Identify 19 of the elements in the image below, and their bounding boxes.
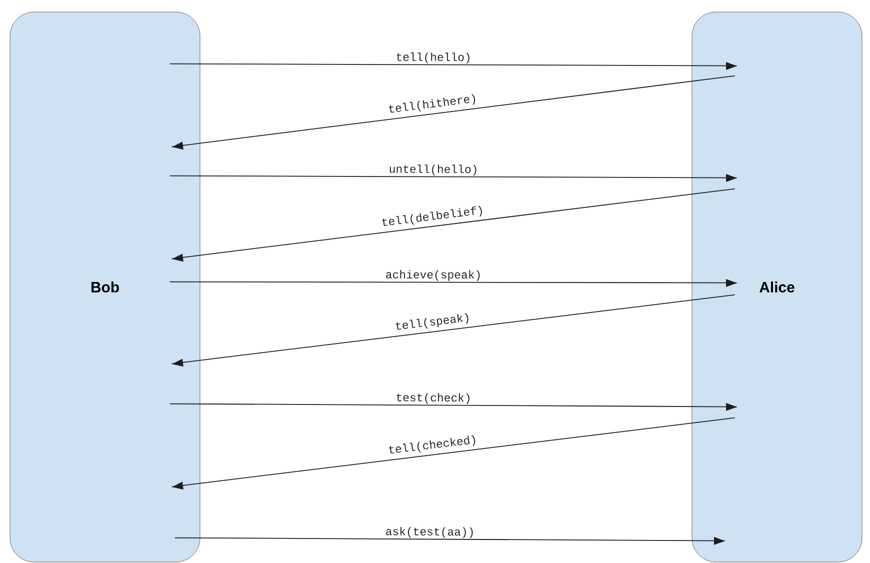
edge-label: tell(hithere) bbox=[388, 94, 476, 113]
arrow bbox=[171, 294, 736, 367]
edge-label: achieve(speak) bbox=[386, 270, 480, 281]
arrow bbox=[171, 75, 736, 150]
arrow bbox=[174, 536, 726, 545]
arrow bbox=[169, 174, 738, 182]
edge-label: tell(checked) bbox=[388, 435, 476, 454]
arrow bbox=[169, 402, 738, 411]
edge-label: ask(test(aa)) bbox=[386, 526, 473, 538]
edge-label: tell(hello) bbox=[396, 52, 470, 64]
agent-box: Alice bbox=[692, 12, 862, 562]
edge-label: untell(hello) bbox=[390, 164, 476, 176]
agent-box: Bob bbox=[10, 12, 200, 562]
arrow bbox=[169, 278, 738, 287]
arrow bbox=[171, 188, 736, 262]
arrow bbox=[171, 417, 736, 490]
edge-label: test(check) bbox=[396, 393, 470, 404]
arrow bbox=[169, 62, 738, 70]
edge-label: tell(speak) bbox=[396, 313, 468, 330]
